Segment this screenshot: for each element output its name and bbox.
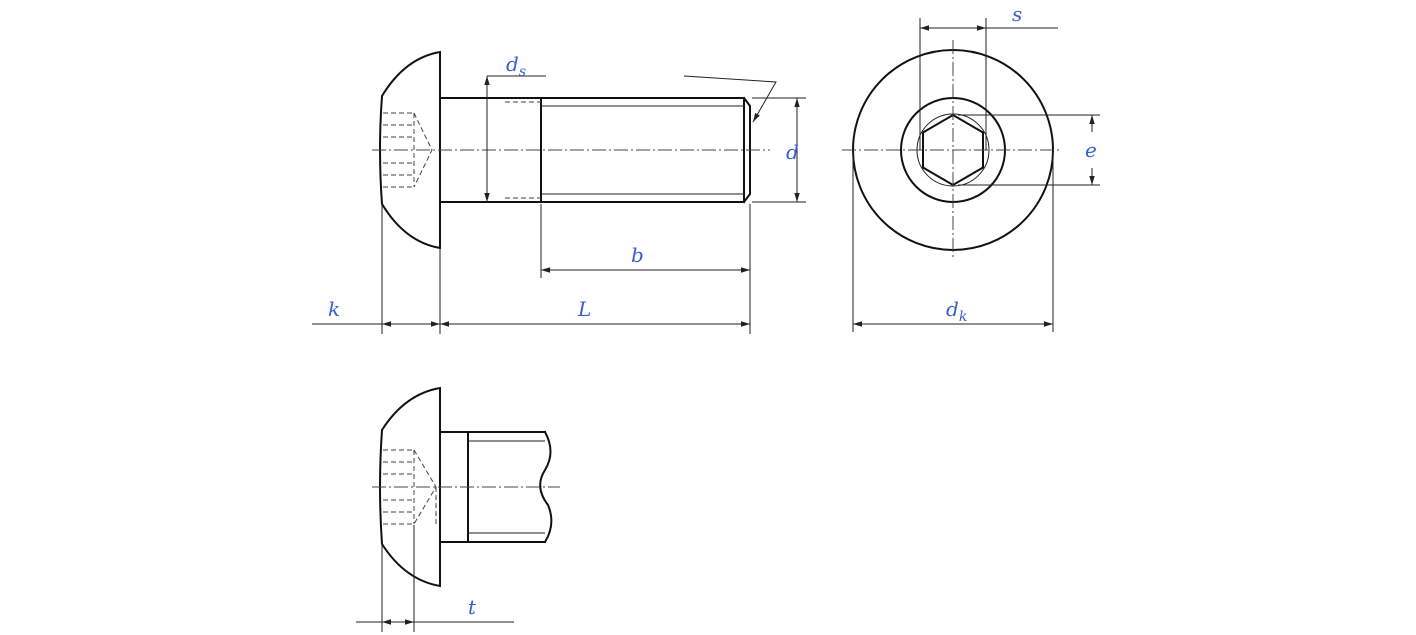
end-view: s e dk bbox=[842, 2, 1100, 332]
head-dome bbox=[379, 50, 441, 250]
b-label: b bbox=[631, 243, 644, 267]
ds-label: ds bbox=[506, 52, 526, 80]
partial-side-view: t bbox=[356, 386, 560, 632]
stub-break-line bbox=[539, 430, 553, 544]
dk-label: dk bbox=[946, 297, 967, 325]
thread-pointer bbox=[683, 75, 777, 123]
hex-socket-hidden-2 bbox=[383, 449, 437, 525]
t-label: t bbox=[468, 595, 477, 619]
k-label: k bbox=[328, 297, 340, 321]
side-view: ds d b k L bbox=[312, 50, 806, 334]
head-dome-2 bbox=[379, 386, 441, 588]
d-label: d bbox=[786, 140, 799, 164]
L-label: L bbox=[577, 297, 591, 321]
s-label: s bbox=[1012, 2, 1022, 26]
e-label: e bbox=[1085, 138, 1097, 162]
hex-socket-hidden bbox=[383, 112, 433, 188]
